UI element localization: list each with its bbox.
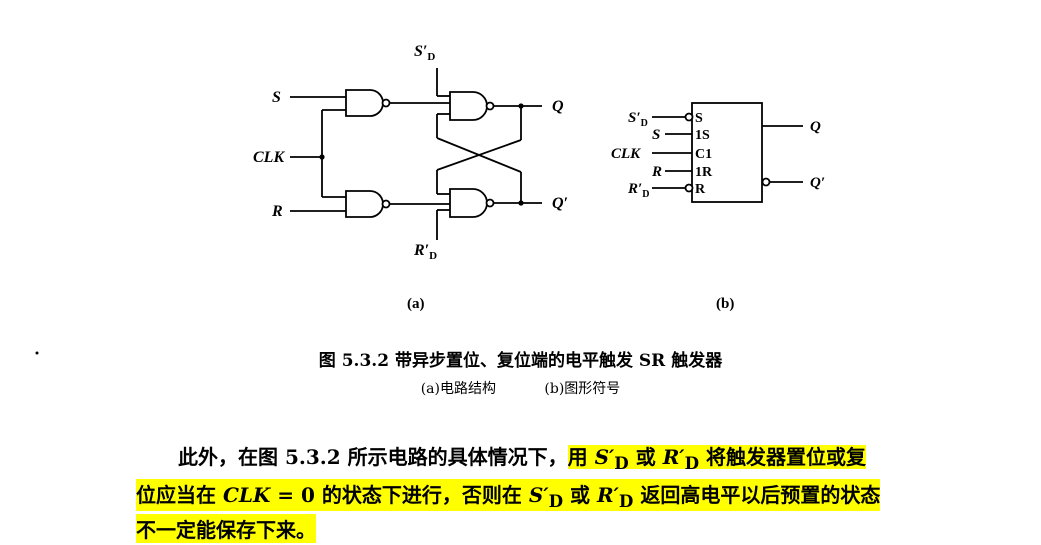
label-qn-b: Q′ (810, 175, 825, 191)
and-gate-s (345, 89, 384, 117)
box-pin-1r: 1R (695, 165, 713, 180)
svg-text:S′D: S′D (628, 110, 648, 129)
and-gate-r (345, 190, 384, 218)
box-pin-r: R (695, 182, 706, 197)
svg-text:R′D: R′D (413, 242, 437, 262)
para-text: 此外，在图 5.3.2 所示电路的具体情况下， (178, 445, 568, 469)
figure-caption: 图 5.3.2 带异步置位、复位端的电平触发 SR 触发器 (318, 351, 723, 371)
subcaption-b: (b)图形符号 (544, 381, 621, 397)
pin-clk-label: CLK (611, 146, 641, 162)
label-q-out: Q (552, 98, 564, 115)
subcaption-a: (a)电路结构 (420, 381, 496, 397)
label-rd-sub: D (429, 250, 437, 262)
svg-text:S′D: S′D (414, 43, 435, 63)
label-s-in: S (272, 89, 281, 106)
box-pin-c1: C1 (695, 147, 712, 162)
label-fig-a: (a) (407, 296, 425, 312)
pin-r-label: R (651, 164, 662, 180)
svg-text:R′D: R′D (627, 181, 649, 200)
highlighted-text: 用 S′D 或 R′D 将触发器置位或复 (567, 445, 867, 473)
paragraph-line-1: 此外，在图 5.3.2 所示电路的具体情况下，用 S′D 或 R′D 将触发器置… (178, 441, 867, 473)
label-q-b: Q (810, 119, 821, 135)
label-rd-top: R (413, 242, 425, 259)
nand-gate-qn (449, 188, 488, 218)
pin-sd-sub: D (641, 118, 648, 129)
box-pin-s: S (695, 111, 703, 126)
label-clk-in: CLK (253, 149, 285, 166)
pin-s-label: S (652, 127, 660, 143)
label-r-in: R (271, 203, 283, 220)
figure-subcaption: (a)电路结构 (b)图形符号 (0, 378, 1041, 398)
pin-rd-label: R (627, 181, 638, 197)
paragraph-line-3: 不一定能保存下来。 (136, 514, 316, 543)
label-sd-top: S (414, 43, 423, 60)
label-fig-b: (b) (716, 296, 734, 312)
pin-sd-label: S (628, 110, 636, 126)
nand-gate-q (449, 91, 488, 121)
pin-rd-sub: D (642, 189, 649, 200)
label-qn-out: Q′ (552, 195, 568, 212)
box-pin-1s: 1S (695, 128, 710, 143)
label-sd-sub: D (427, 51, 435, 63)
paragraph-line-2: 位应当在 CLK = 0 的状态下进行，否则在 S′D 或 R′D 返回高电平以… (136, 479, 881, 511)
